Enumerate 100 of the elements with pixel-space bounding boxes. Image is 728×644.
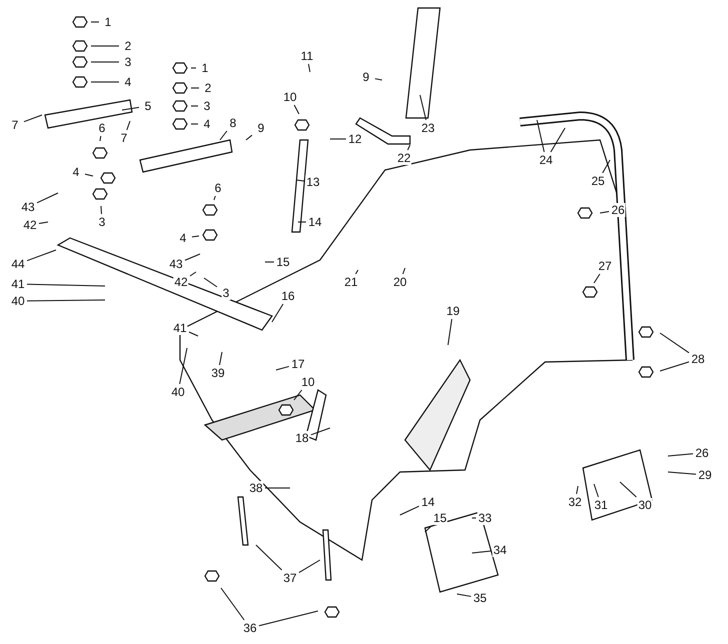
leader-line — [126, 120, 130, 130]
callout-number: 41 — [172, 321, 188, 335]
leader-line — [122, 106, 140, 110]
leader-line — [594, 274, 600, 284]
callout-number: 23 — [420, 121, 436, 135]
callout-number: 4 — [178, 231, 188, 245]
leader-line — [272, 304, 284, 322]
leader-line — [308, 64, 310, 72]
leader-line — [184, 254, 200, 261]
callout-number: 2 — [124, 39, 132, 53]
leader-line — [294, 390, 302, 400]
leader-line — [374, 78, 382, 80]
callout-number: 10 — [282, 90, 298, 104]
callout-number: 39 — [210, 366, 226, 380]
callout-number: 44 — [10, 257, 26, 271]
leader-line — [219, 352, 222, 366]
callout-number: 31 — [593, 498, 609, 512]
leader-line — [258, 610, 318, 626]
callout-number: 4 — [72, 165, 80, 179]
callout-number: 15 — [275, 255, 291, 269]
leader-line — [660, 332, 690, 354]
leader-line — [38, 222, 48, 224]
callout-number: 14 — [307, 215, 323, 229]
leader-line — [190, 272, 196, 276]
callout-number: 5 — [144, 99, 152, 113]
callout-number: 10 — [300, 375, 316, 389]
leader-line — [276, 366, 290, 370]
callout-number: 7 — [120, 131, 128, 145]
leader-line — [36, 192, 58, 204]
callout-number: 43 — [20, 200, 36, 214]
callout-number: 21 — [343, 275, 359, 289]
callout-number: 34 — [492, 543, 508, 557]
callout-number: 33 — [477, 511, 493, 525]
leader-line — [84, 174, 94, 176]
callout-number: 35 — [472, 591, 488, 605]
callout-number: 1 — [200, 61, 210, 75]
leader-line — [600, 211, 610, 214]
leader-line — [100, 206, 102, 214]
callout-number: 3 — [98, 215, 106, 229]
leader-line — [26, 300, 106, 302]
callout-number: 12 — [347, 132, 363, 146]
callout-number: 9 — [362, 70, 370, 84]
leader-line — [400, 506, 420, 516]
callout-number: 36 — [242, 621, 258, 635]
callout-number: 43 — [168, 257, 184, 271]
leader-line — [24, 114, 42, 122]
leader-line — [330, 138, 346, 140]
callout-number: 3 — [124, 55, 132, 69]
callout-number: 30 — [637, 498, 653, 512]
leader-line — [402, 268, 406, 274]
leader-line — [220, 588, 245, 620]
callout-number: 24 — [538, 153, 554, 167]
callout-number: 42 — [22, 218, 38, 232]
callout-number: 9 — [256, 121, 266, 135]
leader-line — [246, 134, 252, 140]
callout-number: 26 — [610, 203, 626, 217]
callout-number: 17 — [290, 357, 306, 371]
callout-number: 25 — [590, 174, 606, 188]
leader-line — [100, 136, 102, 142]
leader-line — [294, 104, 300, 114]
leader-line — [179, 348, 188, 384]
callout-number: 40 — [10, 294, 26, 308]
callout-number: 18 — [294, 431, 310, 445]
leader-line — [298, 560, 320, 574]
callout-number: 3 — [222, 286, 230, 300]
leader-line — [472, 550, 492, 554]
leader-line — [602, 160, 610, 174]
callout-number: 20 — [392, 275, 408, 289]
leader-line — [296, 180, 304, 182]
leader-line — [594, 484, 599, 498]
callout-number: 1 — [104, 15, 112, 29]
callout-number: 27 — [597, 259, 613, 273]
leader-line — [550, 128, 566, 152]
callout-number: 4 — [202, 117, 212, 131]
leader-line — [668, 453, 694, 456]
callout-number: 7 — [10, 118, 20, 132]
callout-number: 28 — [690, 352, 706, 366]
leader-line — [456, 594, 472, 597]
leader-line — [220, 130, 228, 140]
callout-number: 8 — [228, 116, 238, 130]
callout-number: 41 — [10, 277, 26, 291]
callout-number: 11 — [300, 49, 314, 63]
leader-line — [620, 482, 637, 498]
leader-line — [424, 526, 432, 532]
leader-line — [660, 361, 690, 372]
callout-number: 22 — [396, 151, 412, 165]
leader-line — [26, 250, 56, 262]
callout-number: 14 — [420, 495, 436, 509]
callout-number: 2 — [204, 81, 212, 95]
callout-number: 6 — [214, 181, 222, 195]
leader-line — [536, 120, 545, 152]
callout-number: 3 — [202, 99, 212, 113]
leader-line — [310, 428, 330, 436]
callout-number: 26 — [694, 446, 710, 460]
leader-line — [448, 318, 452, 346]
callout-number: 16 — [280, 289, 296, 303]
leader-line — [355, 270, 358, 274]
callout-number: 29 — [697, 468, 713, 482]
callout-number: 37 — [282, 571, 298, 585]
leader-line — [204, 278, 218, 288]
